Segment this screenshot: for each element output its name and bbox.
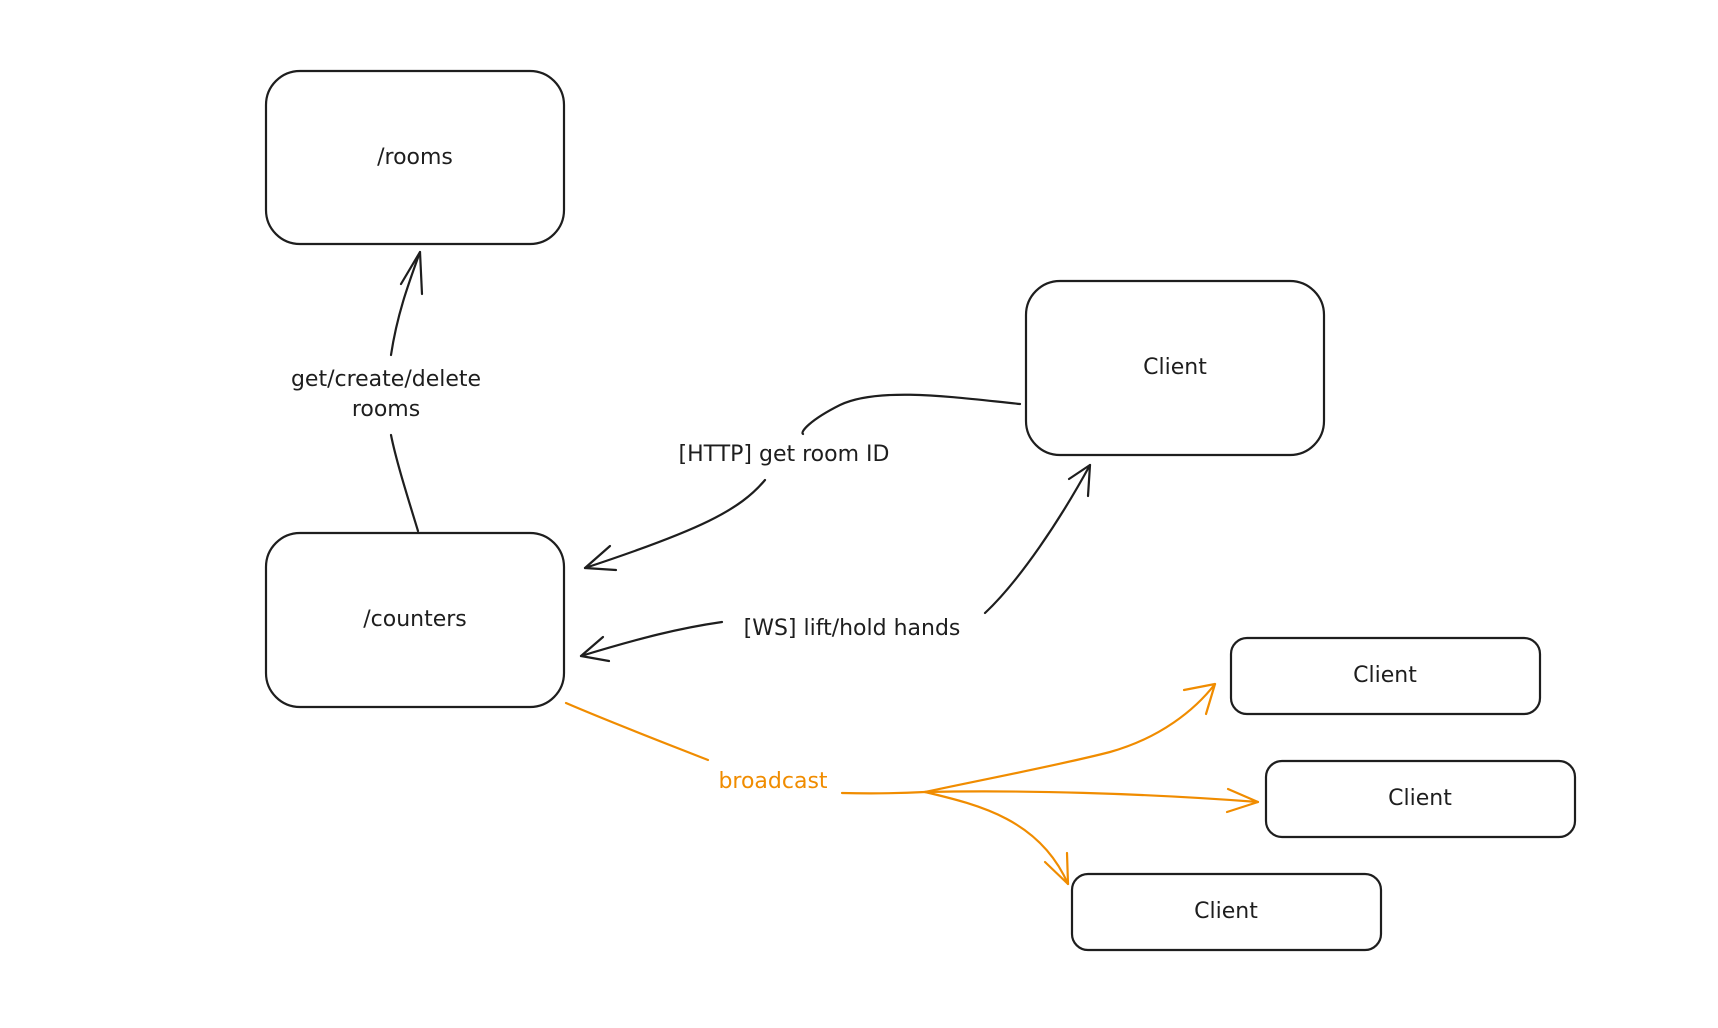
- node-rooms-label: /rooms: [377, 145, 453, 170]
- node-client-3-label: Client: [1194, 899, 1258, 924]
- node-client-3[interactable]: Client: [1070, 872, 1383, 952]
- node-client-main-label: Client: [1143, 355, 1207, 380]
- edge-http-room-id-label: [HTTP] get room ID: [679, 442, 890, 467]
- node-rooms[interactable]: /rooms: [264, 69, 566, 246]
- edge-rooms-crud-line: [389, 433, 420, 533]
- edge-broadcast-branch-2: [923, 790, 1260, 804]
- edge-broadcast-arrowhead-3: [1043, 851, 1070, 886]
- edge-broadcast-line-in: [564, 701, 710, 762]
- edge-rooms-crud-line-upper: [389, 250, 422, 357]
- edge-http-room-id-line: [801, 393, 1022, 436]
- edge-broadcast-arrowhead-1: [1182, 682, 1217, 716]
- edge-http-room-id: [HTTP] get room ID: [583, 393, 1022, 572]
- edge-rooms-crud-label-line2: rooms: [352, 397, 420, 422]
- node-counters[interactable]: /counters: [264, 531, 566, 709]
- edge-broadcast-branch-3: [923, 790, 1070, 886]
- edge-ws-hands-line-left: [579, 620, 724, 658]
- edge-broadcast-label: broadcast: [718, 769, 827, 794]
- node-client-main[interactable]: Client: [1024, 279, 1326, 457]
- edge-rooms-crud-label-line1: get/create/delete: [291, 367, 481, 392]
- edge-http-room-id-line-lower: [583, 478, 767, 570]
- node-client-1-label: Client: [1353, 663, 1417, 688]
- edge-broadcast: broadcast: [564, 682, 1260, 886]
- edge-rooms-crud-arrowhead: [399, 250, 424, 296]
- node-counters-label: /counters: [363, 607, 467, 632]
- edge-ws-hands-arrowhead-right: [1067, 463, 1092, 498]
- edge-ws-hands-arrowhead-left: [579, 635, 611, 663]
- node-client-1[interactable]: Client: [1229, 636, 1542, 716]
- edge-broadcast-arrowhead-2: [1225, 787, 1260, 814]
- edge-broadcast-branch-1: [923, 682, 1217, 794]
- edge-ws-hands-label: [WS] lift/hold hands: [744, 616, 961, 641]
- edge-ws-hands-line-right: [983, 463, 1092, 615]
- edge-broadcast-hub: [840, 790, 927, 795]
- node-client-2-label: Client: [1388, 786, 1452, 811]
- edge-rooms-crud: get/create/delete rooms: [291, 250, 481, 533]
- edge-http-room-id-arrowhead: [583, 544, 618, 572]
- edge-ws-hands: [WS] lift/hold hands: [579, 463, 1092, 663]
- node-client-2[interactable]: Client: [1264, 759, 1577, 839]
